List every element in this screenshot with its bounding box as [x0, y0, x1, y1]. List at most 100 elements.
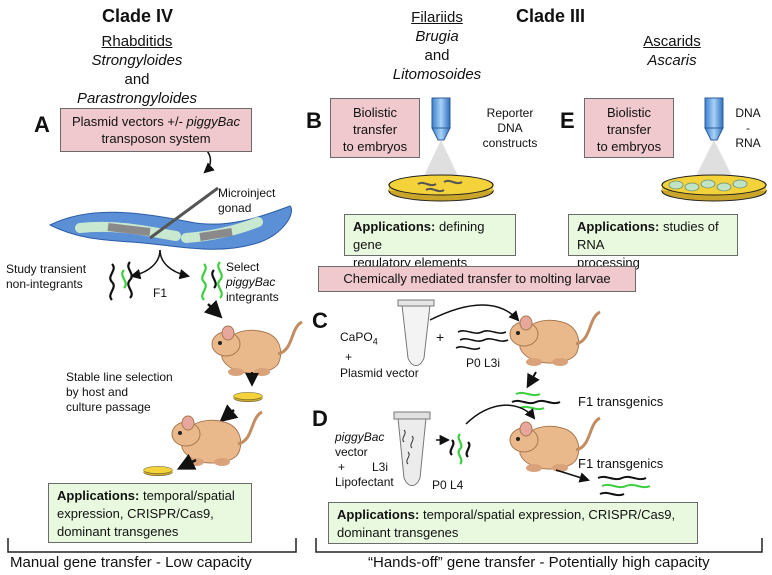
app-a-line-3: dominant transgenes	[57, 524, 179, 539]
select-line-2: piggyBac	[226, 275, 276, 289]
biolistic-b-3: to embryos	[342, 139, 408, 154]
litomosoides-label: Litomosoides	[392, 66, 482, 83]
stable-line-1: Stable line selection	[66, 370, 173, 384]
stable-line-3: culture passage	[66, 400, 151, 414]
applications-box-e: Applications: studies of RNA processing	[568, 214, 738, 270]
reporter-line-2: DNA	[497, 121, 523, 135]
culture-dish-a1	[233, 392, 263, 402]
biolistic-box-e: Biolistic transfer to embryos	[584, 98, 674, 158]
chemically-mediated-banner: Chemically mediated transfer to molting …	[318, 266, 636, 292]
biolistic-b-1: Biolistic	[352, 105, 398, 120]
bracket-right	[315, 538, 763, 553]
f1-label-a: F1	[153, 286, 168, 300]
microinject-line-1: Microinject	[218, 186, 276, 200]
piggybac-text: piggyBac	[186, 114, 240, 129]
ascarids-group: Ascarids Ascaris	[622, 32, 722, 70]
plasmid-text: Plasmid vectors +/-	[72, 114, 187, 129]
select-line-3: integrants	[226, 290, 279, 304]
f1-transgenic-worms-c	[511, 391, 561, 411]
filariids-label: Filariids	[411, 9, 463, 26]
dash-text: -	[746, 121, 750, 135]
gerbil-host-c	[508, 310, 602, 368]
p0-l3i-worms-c	[455, 330, 509, 350]
app-a-line-2: expression, CRISPR/Cas9,	[57, 506, 214, 521]
biolistic-e-3: to embryos	[596, 139, 662, 154]
biolistic-e-2: transfer	[606, 122, 652, 137]
study-transient-label: Study transient non-integrants	[6, 262, 86, 292]
panel-c-letter: C	[312, 308, 328, 333]
applications-label-e: Applications:	[577, 219, 660, 234]
footer-left-text: Manual gene transfer - Low capacity	[10, 554, 252, 571]
integrant-worms	[201, 261, 223, 301]
culture-dish-a2	[143, 466, 173, 476]
reporter-line-1: Reporter	[486, 106, 534, 120]
app-b-line-1: defining gene	[353, 219, 485, 252]
biolistic-box-b: Biolistic transfer to embryos	[330, 98, 420, 158]
tube-c	[397, 299, 435, 366]
microinject-line-2: gonad	[218, 201, 252, 215]
ascaris-label: Ascaris	[647, 52, 697, 69]
reporter-line-3: constructs	[482, 136, 538, 150]
bracket-left	[7, 538, 297, 553]
app-d-line-2: dominant transgenes	[337, 525, 459, 540]
app-d-line-1: temporal/spatial expression, CRISPR/Cas9…	[419, 507, 676, 522]
study-line-2: non-integrants	[6, 277, 83, 291]
and-label-2: and	[424, 47, 450, 64]
clade-iv-group: Rhabditids Strongyloides and Parastrongy…	[52, 32, 222, 108]
plus-c-2: +	[436, 329, 445, 345]
stable-line-label: Stable line selection by host and cultur…	[66, 370, 173, 415]
select-integrants-label: Select piggyBac integrants	[226, 260, 279, 305]
reporter-label: Reporter DNA constructs	[468, 106, 552, 151]
plus-d: +	[338, 460, 346, 474]
applications-box-a: Applications: temporal/spatial expressio…	[48, 483, 252, 543]
plasmid-vectors-box: Plasmid vectors +/- piggyBac transposon …	[60, 108, 252, 152]
applications-box-d: Applications: temporal/spatial expressio…	[328, 502, 698, 544]
p0-l3i-label: P0 L3i	[466, 356, 501, 370]
capo-subscript: 4	[372, 336, 378, 347]
panel-a-letter: A	[34, 112, 50, 137]
vector-d-label: vector	[335, 445, 368, 459]
microinject-label: Microinject gonad	[218, 186, 275, 216]
and-label-1: and	[124, 71, 150, 88]
dna-rna-label: DNA - RNA	[730, 106, 766, 151]
f1-transgenic-worms-d	[597, 475, 651, 497]
panel-d-letter: D	[312, 406, 328, 431]
panel-b-letter: B	[306, 108, 322, 133]
select-line-1: Select	[226, 260, 260, 274]
clade-iii-title: Clade III	[516, 6, 586, 26]
strongyloides-label: Strongyloides	[91, 52, 183, 69]
plasmid-vector-label: Plasmid vector	[340, 366, 419, 380]
worm-illustration	[48, 205, 292, 250]
app-e-line-1: studies of RNA	[577, 219, 719, 252]
dna-text: DNA	[735, 106, 761, 120]
clade-iv-title: Clade IV	[102, 6, 174, 26]
l3i-d-label: L3i	[372, 460, 389, 474]
transposon-text: transposon system	[101, 131, 211, 146]
p0-l4-worms-d	[449, 433, 471, 465]
applications-box-b: Applications: defining gene regulatory e…	[344, 214, 516, 270]
gerbil-host-2	[170, 410, 264, 468]
plus-c-1: +	[345, 350, 353, 364]
f1-transgenics-c-label: F1 transgenics	[578, 394, 664, 409]
f1-transgenics-d-label: F1 transgenics	[578, 456, 664, 471]
applications-label-a: Applications:	[57, 488, 140, 503]
tube-d	[393, 411, 431, 486]
lipofectant-label: Lipofectant	[335, 475, 394, 489]
gene-gun-b	[422, 97, 460, 180]
microinjection-needle	[149, 186, 219, 240]
biolistic-e-1: Biolistic	[606, 105, 652, 120]
footer-right-text: “Hands-off” gene transfer - Potentially …	[368, 554, 710, 571]
panel-e-letter: E	[560, 108, 575, 133]
applications-label-d: Applications:	[337, 507, 420, 522]
stable-line-2: by host and	[66, 385, 129, 399]
app-a-line-1: temporal/spatial	[139, 488, 235, 503]
gerbil-host-1	[210, 320, 304, 378]
rhabditids-label: Rhabditids	[101, 33, 173, 50]
transient-worms	[109, 261, 133, 301]
study-line-1: Study transient	[6, 262, 87, 276]
piggybac-d-label: piggyBac	[335, 430, 385, 444]
rna-text: RNA	[735, 136, 761, 150]
brugia-label: Brugia	[415, 28, 459, 45]
parastrongyloides-label: Parastrongyloides	[76, 90, 198, 107]
